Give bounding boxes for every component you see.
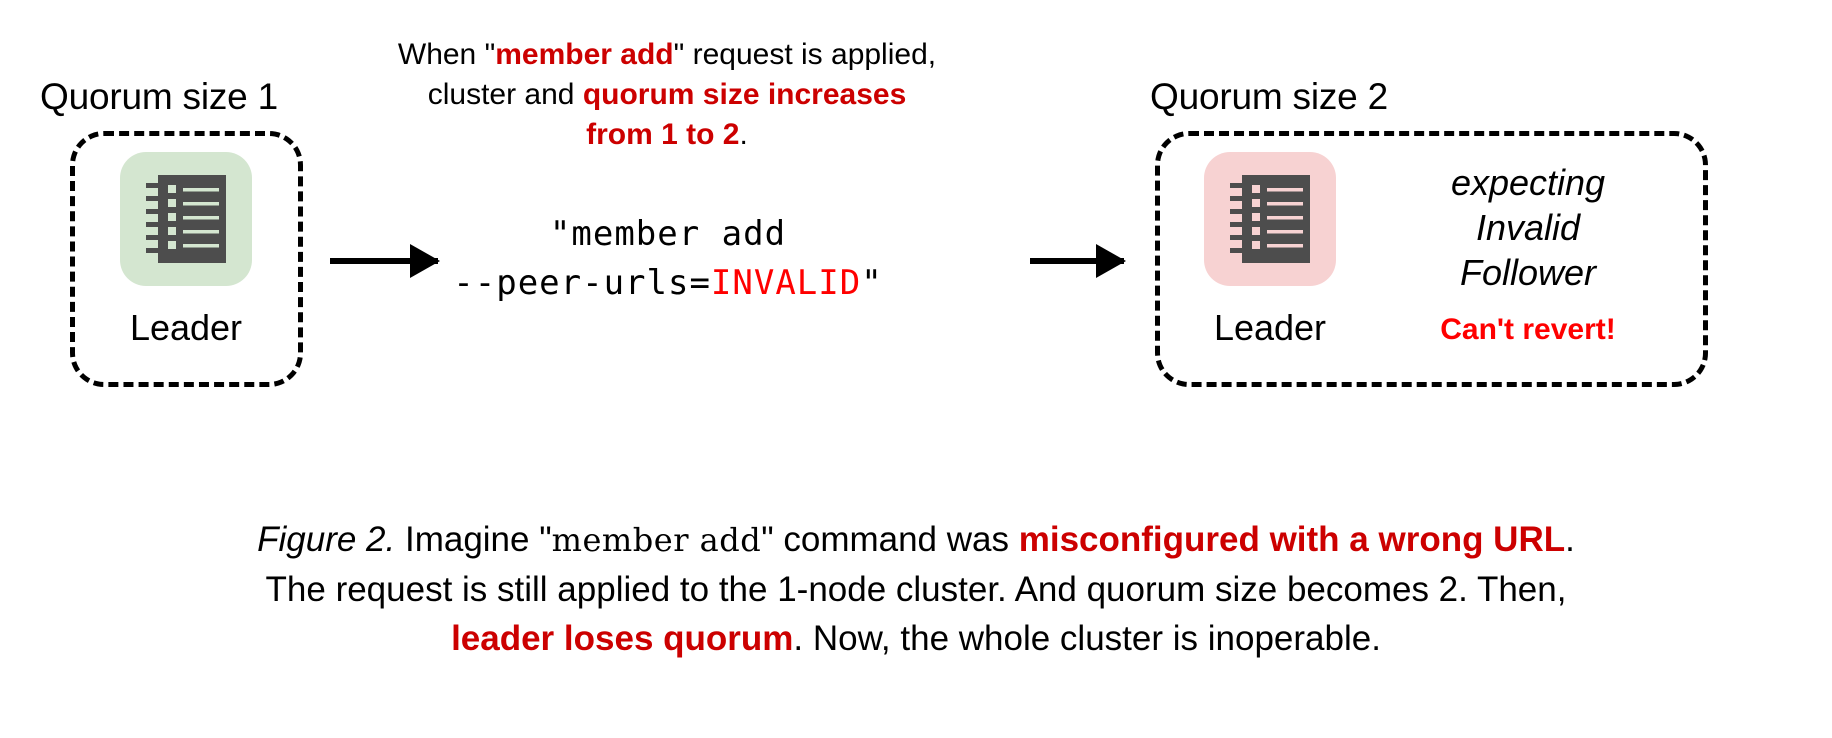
caption-body-1: Imagine " [395, 520, 552, 559]
node-tile-right [1204, 152, 1336, 293]
follower-note: expecting Invalid Follower Can't revert! [1378, 160, 1678, 347]
command-text: "member add --peer-urls=INVALID" [448, 210, 888, 309]
annotation-part-2: " request is applied, [673, 38, 937, 71]
node-label-left: Leader [129, 307, 243, 348]
caption-body-2: " command was [761, 520, 1019, 559]
node-left: Leader [106, 152, 266, 346]
follower-note-line-2: Invalid [1475, 207, 1581, 248]
figure-caption-line-1: Figure 2. Imagine "member add" command w… [0, 515, 1832, 565]
command-invalid-value: INVALID [710, 263, 862, 304]
command-quote-close: " [861, 263, 883, 304]
cluster-boundary-right [1155, 131, 1708, 387]
follower-note-line-3: Follower [1459, 252, 1597, 293]
annotation-emphasis-2: quorum size increases [582, 77, 907, 111]
caption-command: member add [551, 521, 762, 559]
caption-body-3: . [1565, 520, 1575, 559]
arrow-right-icon-1 [330, 258, 438, 264]
ledger-icon [146, 175, 226, 263]
caption-highlight-2: leader loses quorum [451, 619, 794, 659]
figure-caption-line-2: The request is still applied to the 1-no… [265, 569, 1567, 609]
arrow-right-icon-2 [1030, 258, 1124, 264]
node-tile-left [120, 152, 252, 293]
figure-caption: Figure 2. Imagine "member add" command w… [0, 515, 1832, 664]
command-flag: --peer-urls= [453, 263, 711, 304]
annotation-text: When "member add" request is applied, cl… [358, 35, 976, 155]
node-label-right: Leader [1213, 307, 1327, 348]
caption-body-4: . Now, the whole cluster is inoperable. [793, 619, 1381, 659]
quorum-size-label-right: Quorum size 2 [1150, 76, 1388, 117]
figure-caption-line-3: leader loses quorum. Now, the whole clus… [0, 614, 1832, 664]
annotation-part-3: cluster and [427, 77, 583, 111]
annotation-emphasis-1: member add [495, 38, 674, 71]
figure-label: Figure 2. [257, 520, 396, 559]
annotation-line-2: cluster and quorum size increases [358, 75, 976, 115]
node-right: Leader [1190, 152, 1350, 346]
revert-warning: Can't revert! [1440, 313, 1616, 346]
cluster-boundary-left [70, 131, 303, 387]
ledger-icon [1230, 175, 1310, 263]
annotation-line-3: from 1 to 2. [358, 115, 976, 155]
follower-note-line-1: expecting [1450, 162, 1606, 203]
command-line-1: "member add [549, 214, 787, 254]
caption-highlight-1: misconfigured with a wrong URL [1018, 520, 1566, 559]
quorum-size-label-left: Quorum size 1 [40, 76, 278, 117]
command-line-2: --peer-urls=INVALID" [448, 259, 888, 308]
annotation-part-1: When " [397, 38, 496, 71]
annotation-part-4: . [739, 117, 748, 151]
annotation-emphasis-3: from 1 to 2 [586, 117, 740, 151]
annotation-line-1: When "member add" request is applied, [358, 35, 976, 75]
